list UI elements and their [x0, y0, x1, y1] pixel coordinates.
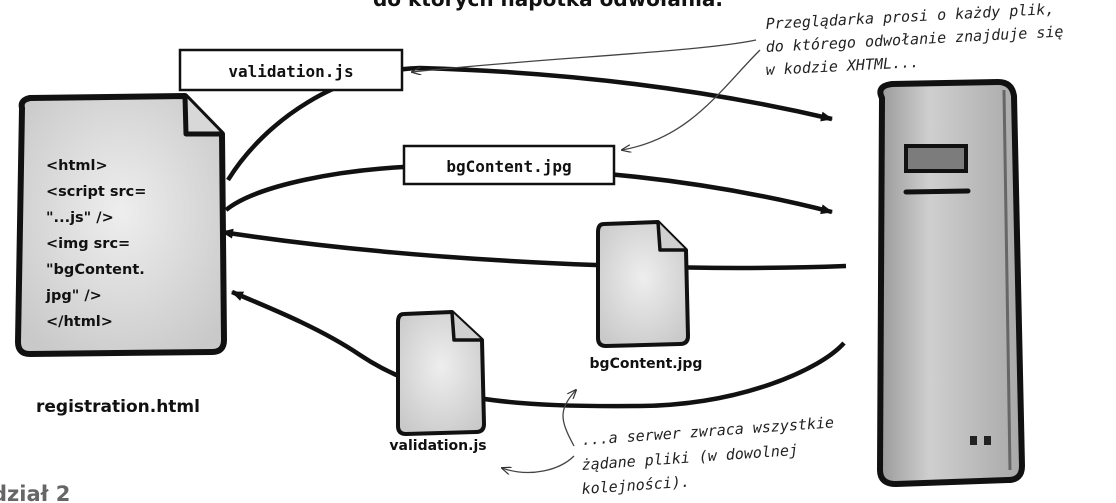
response-note-pointer-1 — [562, 390, 576, 447]
returned-file-bgcontent-icon — [596, 220, 690, 348]
code-line: <script src= — [46, 184, 146, 200]
chapter-footer: dział 2 — [0, 482, 70, 503]
request-annotation: Przeglądarka prosi o każdy plik, do któr… — [765, 0, 1064, 79]
code-line: "...js" /> — [46, 210, 114, 226]
request-label-box-bgcontent — [402, 144, 616, 186]
code-line: </html> — [46, 314, 113, 330]
returned-file-bgcontent-label: bgContent.jpg — [590, 356, 703, 372]
request-label-bgcontent: bgContent.jpg — [446, 157, 571, 176]
server-icon — [877, 79, 1025, 487]
request-note-line: w kodzie XHTML... — [765, 53, 919, 79]
response-note-line: kolejności). — [581, 472, 690, 498]
request-note-pointer-2 — [622, 49, 761, 150]
response-arrow-validation — [231, 289, 846, 409]
request-label-validation: validation.js — [228, 62, 353, 81]
request-label-box-validation — [178, 48, 404, 92]
request-arrow-validation — [226, 65, 833, 182]
request-note-pointer-1 — [412, 39, 757, 72]
code-line: <img src= — [46, 236, 130, 252]
returned-file-validation-icon — [396, 310, 486, 436]
code-line: <html> — [46, 158, 108, 174]
html-document-icon — [15, 93, 227, 357]
response-annotation: ...a serwer zwraca wszystkie żądane plik… — [581, 413, 835, 498]
returned-file-validation-label: validation.js — [389, 438, 486, 454]
code-line: jpg" /> — [45, 288, 102, 304]
html-code-snippet: <html> <script src= "...js" /> <img src=… — [45, 158, 146, 330]
document-caption: registration.html — [36, 397, 200, 417]
code-line: "bgContent. — [46, 262, 145, 278]
response-note-pointer-2 — [502, 455, 575, 472]
partial-header-text: do których napotka odwołania. — [373, 0, 723, 11]
response-arrow-bgcontent — [221, 228, 847, 271]
